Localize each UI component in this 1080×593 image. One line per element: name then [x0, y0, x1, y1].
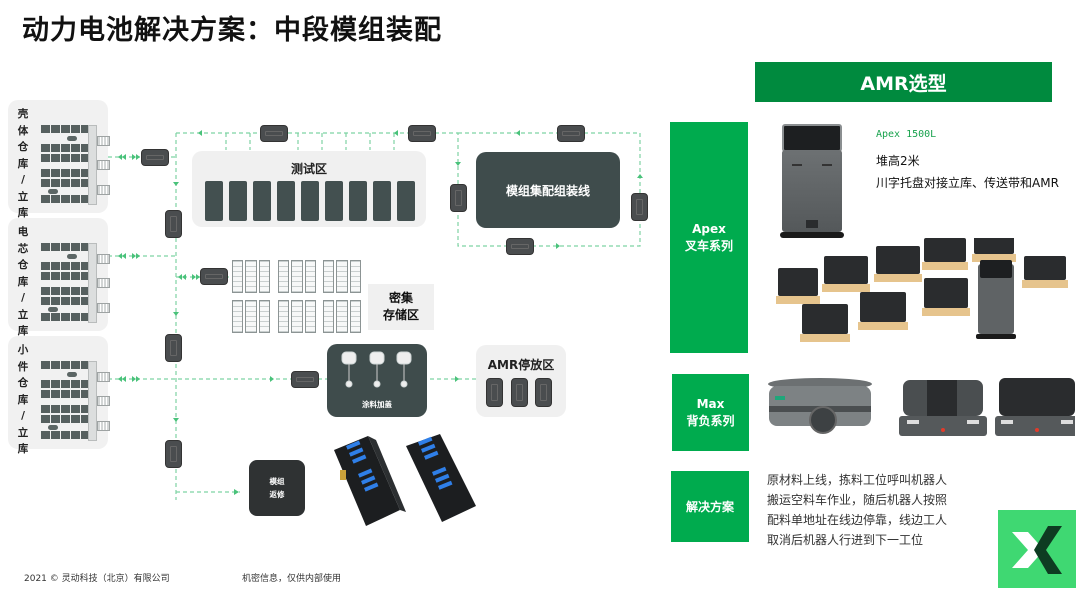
arrow-up — [637, 174, 643, 178]
warehouse-label: 壳体仓库/立库 — [17, 108, 29, 219]
footer-confidential: 机密信息，仅供内部使用 — [242, 574, 342, 584]
warehouse-shell: 壳体仓库/立库 — [8, 100, 110, 219]
parked-amr-icon — [486, 378, 503, 407]
amr-parking-area: AMR停放区 — [476, 345, 566, 417]
max-robot-round — [768, 378, 872, 434]
dense-storage-racks — [232, 260, 367, 340]
amr-robot-icon — [200, 268, 228, 285]
solution-description: 原材料上线，拣料工位呼叫机器人 搬运空料车作业，随后机器人按照 配料单地址在线边… — [767, 473, 948, 547]
module-repair: 模组 返修 — [249, 460, 305, 516]
warehouse-label: 小件仓库/立库 — [17, 344, 29, 455]
arrow-down — [173, 312, 179, 316]
arrow-right — [270, 376, 274, 382]
coating-cover-label: 涂料加盖 — [362, 400, 392, 409]
amr-robot-icon — [631, 193, 648, 221]
amr-robot-icon — [165, 210, 182, 238]
apex-pallet-scene-image — [776, 238, 1068, 342]
dense-storage-label: 密集 存储区 — [368, 284, 434, 330]
amr-robot-icon — [165, 440, 182, 468]
amr-robot-icon — [408, 125, 436, 142]
robot-arm-icons — [341, 351, 412, 388]
apex-series-label: Apex 叉车系列 — [670, 122, 748, 353]
amr-parking-title: AMR停放区 — [487, 358, 555, 372]
warehouse-parts: 小件仓库/立库 — [8, 336, 110, 455]
apex-spec-height: 堆高2米 — [876, 154, 920, 168]
amr-robot-icon — [506, 238, 534, 255]
arrow-left — [198, 130, 202, 136]
amr-robot-icon — [291, 371, 319, 388]
coating-cover-station: 涂料加盖 — [327, 344, 427, 417]
footer-copyright: 2021 © 灵动科技（北京）有限公司 — [24, 574, 170, 584]
apex-spec-pallet: 川字托盘对接立库、传送带和AMR — [876, 176, 1059, 190]
bidirectional-arrows — [118, 154, 200, 382]
amr-robot-icon — [450, 184, 467, 212]
amr-robot-icon — [141, 149, 169, 166]
parked-amr-icon — [535, 378, 552, 407]
max-robot-images — [768, 378, 1075, 436]
arrow-right — [455, 376, 459, 382]
arrow-down — [173, 418, 179, 422]
arrow-down — [455, 162, 461, 166]
assembly-line: 模组集配组装线 — [476, 152, 620, 228]
arrow-right — [556, 243, 560, 249]
apex-forklift-image — [780, 124, 844, 240]
apex-model-name: Apex 1500L — [876, 129, 937, 140]
max-robot-square-1 — [899, 380, 987, 436]
warehouse-label: 电芯仓库/立库 — [17, 226, 29, 337]
test-area-title: 测试区 — [290, 162, 327, 176]
parked-amr-icon — [511, 378, 528, 407]
page-title: 动力电池解决方案：中段模组装配 — [22, 15, 442, 46]
amr-robot-icon — [260, 125, 288, 142]
arrow-left — [394, 130, 398, 136]
arrow-down — [173, 182, 179, 186]
battery-module-image — [334, 434, 476, 526]
arrow-left — [516, 130, 520, 136]
solution-label: 解决方案 — [671, 471, 749, 542]
amr-selection-header: AMR选型 — [755, 62, 1052, 102]
warehouse-cell: 电芯仓库/立库 — [8, 218, 110, 337]
max-robot-square-2 — [995, 378, 1075, 436]
brand-logo-icon — [998, 510, 1076, 588]
test-area: 测试区 — [192, 151, 426, 227]
x-logo-icon — [1012, 526, 1062, 574]
max-series-label: Max 背负系列 — [672, 374, 749, 451]
arrow-right — [234, 489, 239, 495]
amr-robot-icon — [557, 125, 585, 142]
test-area-feed-arrows — [225, 133, 395, 150]
amr-robot-icon — [165, 334, 182, 362]
